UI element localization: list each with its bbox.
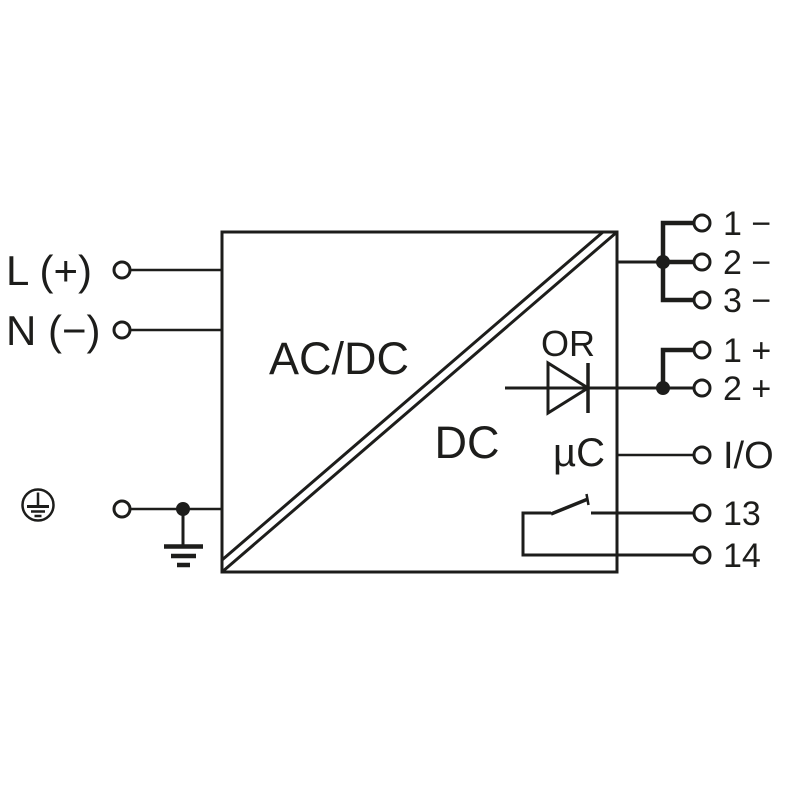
input-label-neutral: N (−) xyxy=(6,307,101,354)
terminal-circle-13 xyxy=(692,503,712,523)
protective-earth-icon xyxy=(21,488,55,522)
relay-bracket xyxy=(521,511,694,557)
or-label: OR xyxy=(541,323,595,364)
diode-triangle xyxy=(546,360,591,416)
terminal-label-1plus: 1 + xyxy=(723,332,771,370)
isolation-diagonal-inner xyxy=(221,230,604,562)
terminal-circle-neutral-input xyxy=(112,320,132,340)
terminal-label-1minus: 1 − xyxy=(723,205,771,243)
terminal-label-io: I/O xyxy=(723,435,774,477)
relay-blade-tick xyxy=(585,493,590,506)
terminal-circle-io xyxy=(692,445,712,465)
terminal-circle-line-input xyxy=(112,260,132,280)
earth-ground-icon xyxy=(164,509,203,568)
terminal-circle-2plus xyxy=(692,378,712,398)
converter-box xyxy=(220,230,619,574)
bracket-plus-terminals xyxy=(660,347,694,388)
terminal-circle-2minus xyxy=(692,252,712,272)
terminal-label-3minus: 3 − xyxy=(723,282,771,320)
terminal-circle-earth xyxy=(112,499,132,519)
converter-label-dc: DC xyxy=(435,417,500,468)
relay-blade xyxy=(550,497,589,516)
terminal-circle-1plus xyxy=(692,340,712,360)
terminal-label-14: 14 xyxy=(723,537,761,575)
terminal-label-13: 13 xyxy=(723,495,761,533)
input-label-line: L (+) xyxy=(6,247,92,294)
terminal-circle-3minus xyxy=(692,290,712,310)
terminal-label-2plus: 2 + xyxy=(723,370,771,408)
isolation-diagonal-outer xyxy=(221,230,618,574)
terminal-circle-1minus xyxy=(692,213,712,233)
relay-contact-icon xyxy=(521,493,694,557)
microcontroller-label: µC xyxy=(553,431,605,475)
terminal-circle-14 xyxy=(692,545,712,565)
converter-label-acdc: AC/DC xyxy=(269,333,409,384)
pe-icon-circle xyxy=(21,488,55,522)
terminal-label-2minus: 2 − xyxy=(723,244,771,282)
